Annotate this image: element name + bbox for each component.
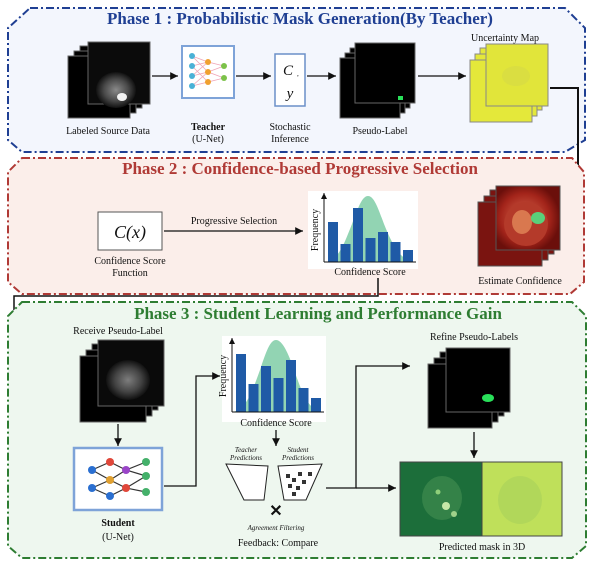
pseudo-label-stack — [339, 42, 416, 119]
confidence-formula: C(x) — [114, 222, 146, 243]
student-label: Student — [101, 518, 135, 529]
stochastic-label-1: Stochastic — [269, 122, 311, 133]
phase2-border — [7, 157, 585, 295]
hist3-xlabel: Confidence Score — [240, 418, 312, 429]
refine-stack — [427, 347, 511, 429]
estimate-confidence-stack — [477, 185, 561, 267]
hist2-bar-6 — [390, 242, 401, 262]
receive-label: Receive Pseudo-Label — [73, 326, 163, 337]
teacher-pred-label-1: Teacher — [235, 446, 258, 454]
hist2-bars — [328, 208, 413, 262]
hist2-xlabel: Confidence Score — [334, 267, 406, 278]
arrow-student-histogram — [164, 372, 220, 487]
phase2-title: Phase 2 : Confidence-based Progressive S… — [122, 159, 478, 178]
hist3-ylabel: Frequency — [218, 355, 229, 397]
phase1-panel: Phase 1 : Probabilistic Mask Generation(… — [7, 7, 586, 153]
teacher-label: Teacher — [191, 122, 226, 133]
histogram-phase2: Frequency Confidence Score — [308, 191, 418, 278]
confidence-fn-label-2: Function — [112, 268, 148, 279]
estimate-label: Estimate Confidence — [478, 276, 562, 287]
formula-top-sub: , — [297, 70, 299, 78]
hist3-bar-7 — [311, 398, 321, 412]
hist2-bar-5 — [378, 232, 388, 262]
teacher-arch-label: (U-Net) — [192, 134, 224, 145]
teacher-network-icon — [181, 45, 235, 99]
formula-bottom: y — [285, 86, 294, 102]
predicted-label: Predicted mask in 3D — [439, 542, 525, 553]
hist3-bar-4 — [273, 378, 284, 412]
labeled-source-label: Labeled Source Data — [66, 126, 150, 137]
phase3-title: Phase 3 : Student Learning and Performan… — [134, 304, 502, 323]
teacher-pred-label-2: Predictions — [229, 454, 262, 462]
hist3-bar-5 — [286, 360, 296, 412]
student-pred-label-1: Student — [288, 446, 310, 454]
hist3-bars — [236, 354, 321, 412]
formula-top: C — [283, 63, 294, 79]
teacher-funnel — [225, 463, 269, 501]
arrow-compare-refine — [326, 362, 410, 489]
pseudo-label-caption: Pseudo-Label — [353, 126, 408, 137]
student-arch-label: (U-Net) — [102, 532, 134, 543]
hist2-bar-2 — [340, 244, 351, 262]
hist3-bar-6 — [298, 388, 309, 412]
uncertainty-map-stack — [469, 43, 549, 123]
feedback-label: Feedback: Compare — [238, 538, 319, 549]
refine-label: Refine Pseudo-Labels — [430, 332, 518, 343]
uncertainty-map-label: Uncertainty Map — [471, 33, 539, 44]
phase3-panel: Phase 3 : Student Learning and Performan… — [7, 301, 587, 559]
reject-x-icon: ✕ — [269, 503, 282, 520]
student-network-icon — [72, 446, 164, 512]
hist2-bar-1 — [328, 222, 338, 262]
labeled-source-stack — [67, 41, 151, 119]
phase2-panel: Phase 2 : Confidence-based Progressive S… — [7, 157, 585, 295]
phase1-title: Phase 1 : Probabilistic Mask Generation(… — [107, 9, 493, 28]
compare-funnel-group: Teacher Predictions Student Predictions … — [225, 446, 323, 549]
hist3-bar-2 — [248, 384, 259, 412]
progressive-label: Progressive Selection — [191, 216, 277, 227]
confidence-function-box: C(x) — [97, 211, 163, 251]
hist3-bar-3 — [261, 366, 271, 412]
receive-stack — [79, 339, 165, 423]
hist2-ylabel: Frequency — [310, 209, 321, 251]
agreement-label: Agreement Filtering — [247, 524, 305, 532]
predicted-mask-3d — [399, 461, 563, 537]
hist2-bar-3 — [353, 208, 363, 262]
stochastic-formula-box: C , y — [274, 53, 306, 107]
student-pred-points — [286, 472, 312, 496]
histogram-phase3: Frequency Confidence Score — [218, 336, 326, 429]
stochastic-label-2: Inference — [271, 134, 309, 145]
hist2-bar-7 — [403, 250, 413, 262]
student-pred-label-2: Predictions — [281, 454, 314, 462]
hist3-bar-1 — [236, 354, 246, 412]
hist2-bar-4 — [365, 238, 376, 262]
confidence-fn-label-1: Confidence Score — [94, 256, 166, 267]
